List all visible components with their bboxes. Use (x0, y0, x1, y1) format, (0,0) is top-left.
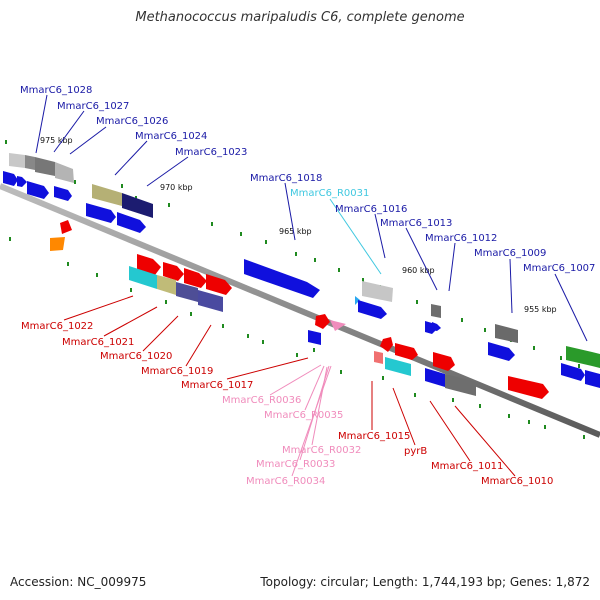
rna-label: MmarC6_R0031 (290, 188, 369, 199)
rna-label: MmarC6_R0035 (264, 410, 343, 421)
rna-label: MmarC6_R0034 (246, 476, 325, 487)
gene-label: MmarC6_1023 (175, 147, 247, 158)
rna-label: MmarC6_R0036 (222, 395, 301, 406)
bottom-gene-labels: MmarC6_1022 MmarC6_1021 MmarC6_1020 Mmar… (21, 321, 553, 487)
gene-label: MmarC6_1027 (57, 101, 129, 112)
gene-label: MmarC6_1012 (425, 233, 497, 244)
upper-genes (3, 153, 600, 388)
gene-label: MmarC6_1011 (431, 461, 503, 472)
gene-label: MmarC6_1028 (20, 85, 92, 96)
bottom-leader-lines (63, 295, 516, 477)
kbp-label: 975 kbp (40, 136, 73, 145)
gene-label: pyrB (404, 446, 427, 457)
genome-title: Methanococcus maripaludis C6, complete g… (135, 10, 465, 25)
kbp-label: 955 kbp (524, 305, 557, 314)
gene-label: MmarC6_1015 (338, 431, 410, 442)
gene-label: MmarC6_1016 (335, 204, 407, 215)
rna-label: MmarC6_R0033 (256, 459, 335, 470)
gene-label: MmarC6_1020 (100, 351, 172, 362)
top-leader-lines (35, 94, 588, 342)
kbp-label: 960 kbp (402, 266, 435, 275)
top-gene-labels: MmarC6_1028 MmarC6_1027 MmarC6_1026 Mmar… (20, 85, 595, 274)
gene-label: MmarC6_1026 (96, 116, 168, 127)
kbp-scale: 975 kbp 970 kbp 965 kbp 960 kbp 955 kbp (40, 136, 557, 314)
gene-label: MmarC6_1018 (250, 173, 322, 184)
gene-label: MmarC6_1007 (523, 263, 595, 274)
kbp-label: 965 kbp (279, 227, 312, 236)
rna-label: MmarC6_R0032 (282, 445, 361, 456)
gene-label: MmarC6_1022 (21, 321, 93, 332)
gene-label: MmarC6_1009 (474, 248, 546, 259)
gene-label: MmarC6_1019 (141, 366, 213, 377)
lower-genes (50, 220, 549, 399)
rna-leader-lines (269, 364, 332, 477)
gene-label: MmarC6_1013 (380, 218, 452, 229)
accession-text: Accession: NC_009975 (10, 575, 147, 589)
gene-label: MmarC6_1017 (181, 380, 253, 391)
kbp-label: 970 kbp (160, 183, 193, 192)
gene-label: MmarC6_1024 (135, 131, 207, 142)
gene-label: MmarC6_1010 (481, 476, 553, 487)
topology-text: Topology: circular; Length: 1,744,193 bp… (260, 575, 590, 589)
genome-backbone (0, 183, 600, 438)
gene-label: MmarC6_1021 (62, 337, 134, 348)
